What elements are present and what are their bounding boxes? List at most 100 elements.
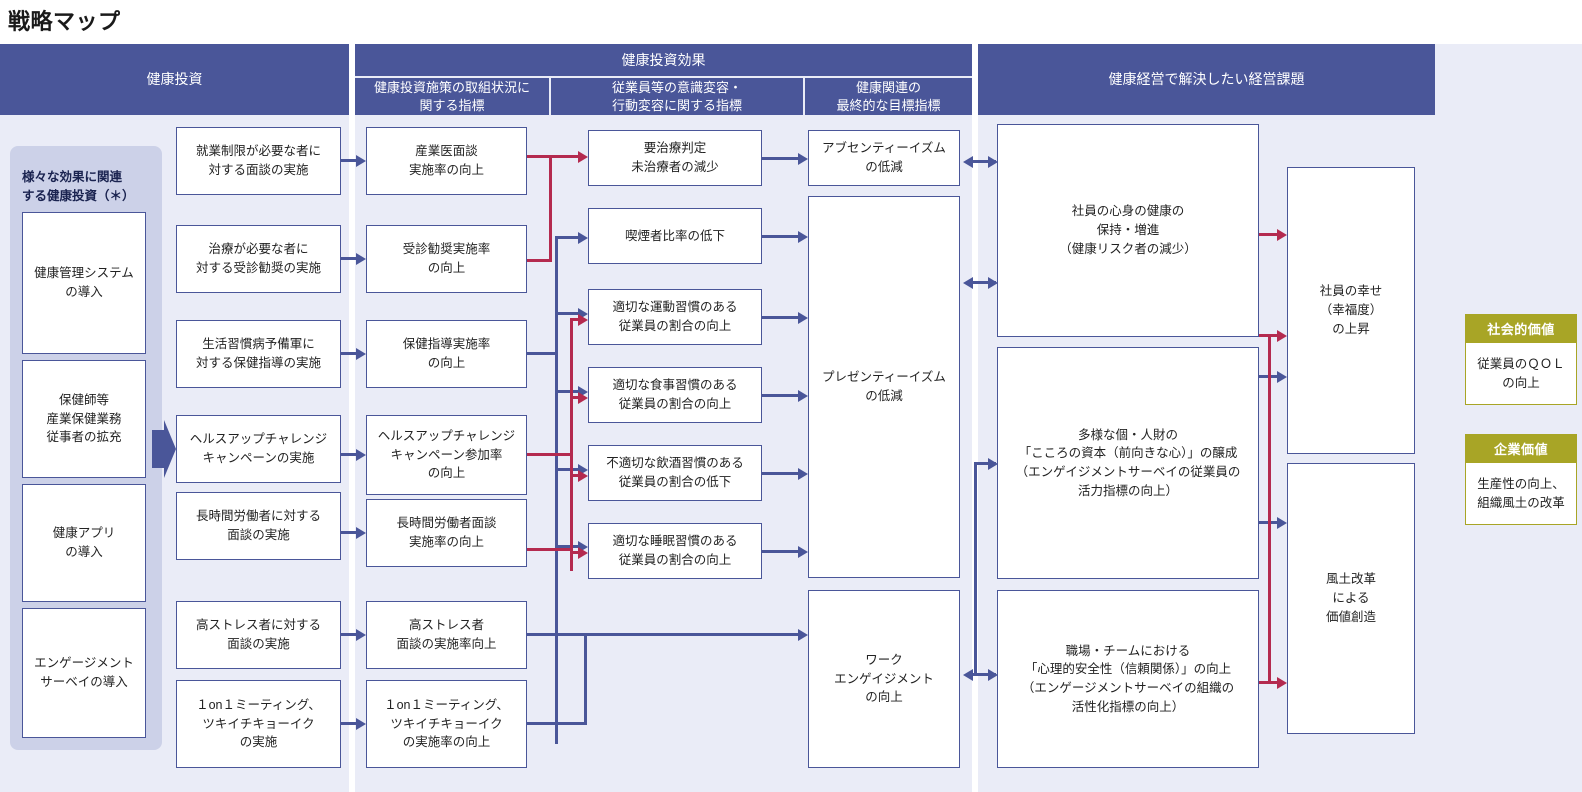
connector-measure-1-status-1 — [341, 257, 356, 260]
arrowhead-final-1e — [798, 546, 808, 558]
connector-b5-final-1 — [762, 550, 800, 553]
status-indicator-3[interactable]: ヘルスアップチャレンジ キャンペーン参加率 の向上 — [366, 415, 527, 495]
connector-red-to-b3 — [570, 396, 580, 399]
final-indicator-2-label: ワーク エンゲイジメント の向上 — [834, 652, 934, 705]
value-box-0[interactable]: 社会的価値 従業員のＱＯＬ の向上 — [1465, 314, 1577, 405]
measure-5[interactable]: 高ストレス者に対する 面談の実施 — [176, 601, 341, 669]
final-indicator-1-label: プレゼンティーイズム の低減 — [822, 370, 946, 403]
sidebar-item-1[interactable]: 保健師等 産業保健業務 従事者の拡充 — [22, 360, 146, 478]
connector-b3-final-1 — [762, 394, 800, 397]
status-indicator-5[interactable]: 高ストレス者 面談の実施率向上 — [366, 601, 527, 669]
page-title: 戦略マップ — [8, 9, 121, 34]
arrowhead-status-1 — [356, 253, 366, 265]
status-indicator-2[interactable]: 保健指導実施率 の向上 — [366, 320, 527, 388]
connector-b4-final-1 — [762, 472, 800, 475]
management-issue-1[interactable]: 多様な個・人財の 「こころの資本（前向きな心）」の醸成 （エンゲイジメントサーベ… — [997, 347, 1259, 579]
value-box-0-body: 従業員のＱＯＬ の向上 — [1465, 343, 1577, 405]
measure-6[interactable]: １on１ミーティング、 ツキイチキョーイク の実施 — [176, 680, 341, 768]
measure-0[interactable]: 就業制限が必要な者に 対する面談の実施 — [176, 127, 341, 195]
arrowhead-final-0 — [798, 153, 808, 165]
connector-red-s4-riser — [570, 453, 573, 551]
header-effect-sub-1: 従業員等の意識変容・ 行動変容に関する指標 — [551, 78, 803, 115]
sidebar-item-0-label: 健康管理システム の導入 — [34, 266, 134, 299]
management-issue-0[interactable]: 社員の心身の健康の 保持・増進 （健康リスク者の減少） — [997, 124, 1259, 337]
management-issue-1-label: 多様な個・人財の 「こころの資本（前向きな心）」の醸成 （エンゲイジメントサーベ… — [1015, 427, 1241, 498]
arrowhead-mgmt-2-left — [963, 669, 973, 681]
behavior-indicator-4[interactable]: 不適切な飲酒習慣のある 従業員の割合の低下 — [588, 445, 762, 501]
status-indicator-3-label: ヘルスアップチャレンジ キャンペーン参加率 の向上 — [377, 428, 516, 481]
behavior-indicator-4-label: 不適切な飲酒習慣のある 従業員の割合の低下 — [606, 456, 744, 489]
measure-2-label: 生活習慣病予備軍に 対する保健指導の実施 — [195, 337, 321, 370]
arrowhead-behavior-4-red — [578, 470, 588, 482]
status-indicator-1-label: 受診勧奨実施率 の向上 — [402, 242, 491, 275]
connector-red-to-b5 — [570, 551, 580, 554]
connector-blue-to-b1 — [555, 236, 580, 239]
final-indicator-2[interactable]: ワーク エンゲイジメント の向上 — [808, 590, 960, 768]
management-issue-2-label: 職場・チームにおける 「心理的安全性（信頼関係）」の向上 （エンゲージメントサー… — [1021, 643, 1235, 714]
status-indicator-1[interactable]: 受診勧奨実施率 の向上 — [366, 225, 527, 293]
arrowhead-outcome-0-red-b — [1277, 330, 1287, 342]
status-indicator-6[interactable]: １on１ミーティング、 ツキイチキョーイク の実施率の向上 — [366, 680, 527, 768]
connector-measure-4-status-4 — [341, 531, 356, 534]
connector-blue-to-b4 — [555, 468, 580, 471]
header-effect-label: 健康投資効果 — [621, 51, 706, 68]
connector-s5-out — [527, 633, 587, 636]
arrowhead-status-6 — [356, 718, 366, 730]
connector-b1-final-1 — [762, 235, 800, 238]
arrowhead-mgmt-0-right — [988, 156, 998, 168]
value-box-1[interactable]: 企業価値 生産性の向上、 組織風土の改革 — [1465, 434, 1577, 525]
arrowhead-behavior-2-red — [578, 314, 588, 326]
connector-red-to-b2 — [570, 318, 580, 321]
connector-red-s1-riser — [549, 155, 552, 262]
connector-blue-to-b2 — [555, 312, 580, 315]
behavior-indicator-2[interactable]: 適切な運動習慣のある 従業員の割合の向上 — [588, 289, 762, 345]
connector-red-s0-out — [527, 155, 550, 158]
measure-2[interactable]: 生活習慣病予備軍に 対する保健指導の実施 — [176, 320, 341, 388]
connector-final2-mgmt1-riser — [974, 462, 977, 673]
status-indicator-4[interactable]: 長時間労働者面談 実施率の向上 — [366, 499, 527, 567]
connector-blue-to-b3 — [555, 390, 580, 393]
measure-3[interactable]: ヘルスアップチャレンジ キャンペーンの実施 — [176, 415, 341, 483]
connector-measure-6-status-6 — [341, 722, 356, 725]
connector-measure-2-status-2 — [341, 352, 356, 355]
sidebar-item-3[interactable]: エンゲージメント サーベイの導入 — [22, 608, 146, 738]
connector-measure-0-status-0 — [341, 159, 356, 162]
header-management: 健康経営で解決したい経営課題 — [978, 44, 1435, 115]
arrowhead-mgmt-0b-left — [963, 277, 973, 289]
outcome-1[interactable]: 風土改革 による 価値創造 — [1287, 463, 1415, 734]
connector-mgmt-0-outcome-0 — [1259, 233, 1279, 236]
arrowhead-status-0 — [356, 155, 366, 167]
arrowhead-status-4 — [356, 527, 366, 539]
measure-1[interactable]: 治療が必要な者に 対する受診勧奨の実施 — [176, 225, 341, 293]
connector-s56-to-final-2 — [584, 633, 800, 636]
sidebar-item-3-label: エンゲージメント サーベイの導入 — [34, 656, 134, 689]
outcome-0[interactable]: 社員の幸せ （幸福度） の上昇 — [1287, 167, 1415, 454]
header-effect-sub-2: 健康関連の 最終的な目標指標 — [805, 78, 972, 115]
arrowhead-mgmt-0-left — [963, 156, 973, 168]
behavior-indicator-3[interactable]: 適切な食事習慣のある 従業員の割合の向上 — [588, 367, 762, 423]
measure-5-label: 高ストレス者に対する 面談の実施 — [195, 618, 321, 651]
status-indicator-2-label: 保健指導実施率 の向上 — [402, 337, 491, 370]
management-issue-2[interactable]: 職場・チームにおける 「心理的安全性（信頼関係）」の向上 （エンゲージメントサー… — [997, 590, 1259, 768]
behavior-indicator-2-label: 適切な運動習慣のある 従業員の割合の向上 — [612, 300, 738, 333]
sidebar-item-2[interactable]: 健康アプリ の導入 — [22, 484, 146, 602]
behavior-indicator-5[interactable]: 適切な睡眠習慣のある 従業員の割合の向上 — [588, 523, 762, 579]
connector-blue-to-b5 — [555, 545, 580, 548]
final-indicator-1[interactable]: プレゼンティーイズム の低減 — [808, 196, 960, 578]
status-indicator-0[interactable]: 産業医面談 実施率の向上 — [366, 127, 527, 195]
arrowhead-outcome-1-blue — [1277, 517, 1287, 529]
final-indicator-0[interactable]: アブセンティーイズム の低減 — [808, 130, 960, 186]
connector-red-s1-out — [527, 259, 552, 262]
arrowhead-final-1d — [798, 468, 808, 480]
connector-final-0-mgmt-0 — [972, 160, 996, 163]
status-indicator-4-label: 長時間労働者面談 実施率の向上 — [396, 516, 497, 549]
outcome-0-label: 社員の幸せ （幸福度） の上昇 — [1319, 284, 1383, 336]
sidebar-item-0[interactable]: 健康管理システム の導入 — [22, 212, 146, 354]
arrowhead-status-2 — [356, 348, 366, 360]
connector-measure-5-status-5 — [341, 633, 356, 636]
behavior-indicator-0[interactable]: 要治療判定 未治療者の減少 — [588, 130, 762, 186]
behavior-indicator-1[interactable]: 喫煙者比率の低下 — [588, 208, 762, 264]
connector-mgmt-2-outcome-1 — [1259, 681, 1279, 684]
arrowhead-mgmt-1 — [988, 458, 998, 470]
measure-4[interactable]: 長時間労働者に対する 面談の実施 — [176, 492, 341, 560]
